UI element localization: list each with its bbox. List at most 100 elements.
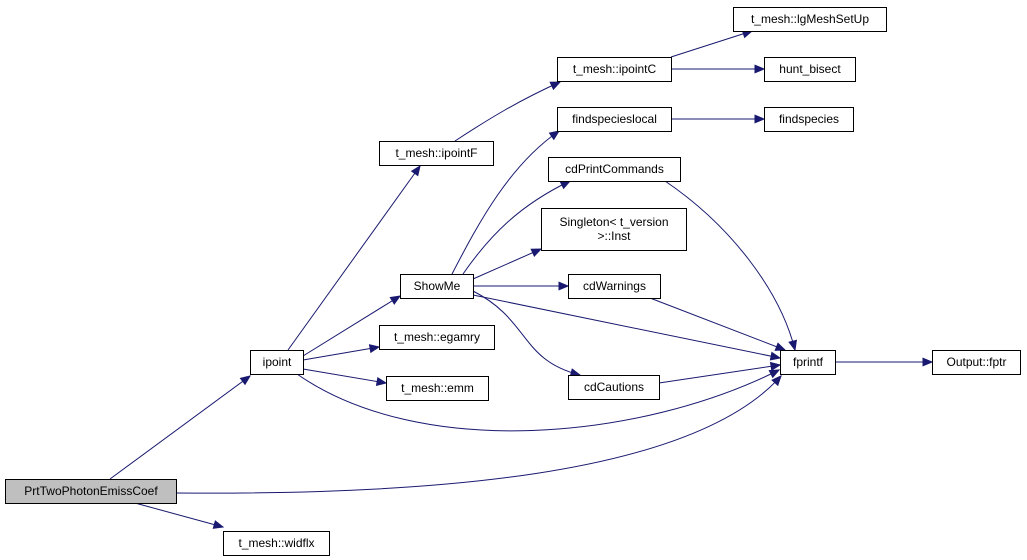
node-ipointC[interactable]: t_mesh::ipointC (557, 57, 672, 82)
edge-root-to-widflx (134, 502, 225, 529)
node-box[interactable] (379, 141, 494, 166)
node-label: >::Inst (597, 229, 631, 243)
node-box[interactable] (764, 57, 856, 82)
edge-arrowhead (774, 342, 787, 351)
edge-fslocal-to-fspecies (671, 114, 766, 124)
edges-layer (109, 29, 934, 529)
node-label: ShowMe (414, 279, 461, 293)
node-label: ipoint (263, 355, 292, 369)
node-label: findspecieslocal (572, 112, 657, 126)
edge-ipoint-to-egamry (302, 344, 381, 361)
node-box[interactable] (568, 274, 661, 299)
node-label: PrtTwoPhotonEmissCoef (24, 484, 158, 498)
node-box[interactable] (223, 531, 330, 556)
edge-fprintf-to-fptr (835, 357, 934, 367)
edge-line (472, 294, 781, 359)
edge-arrowhead (768, 369, 781, 379)
node-box[interactable] (548, 157, 681, 182)
node-label: t_mesh::widflx (238, 536, 314, 550)
edge-line (296, 369, 780, 432)
node-label: hunt_bisect (779, 62, 841, 76)
edge-line (109, 375, 251, 480)
edge-line (451, 130, 560, 275)
edge-line (472, 290, 581, 376)
node-fptr[interactable]: Output::fptr (932, 350, 1021, 375)
node-fslocal[interactable]: findspecieslocal (557, 107, 672, 132)
node-box[interactable] (386, 376, 489, 401)
edge-arrowhead (239, 375, 252, 386)
node-label: findspecies (779, 112, 839, 126)
edge-ipoint-to-fprintf (296, 369, 781, 432)
node-cdprint[interactable]: cdPrintCommands (548, 157, 681, 182)
node-widflx[interactable]: t_mesh::widflx (223, 531, 330, 556)
node-label: t_mesh::egamry (394, 330, 480, 344)
edge-arrowhead (389, 295, 402, 305)
node-box[interactable] (541, 208, 687, 251)
edge-arrowhead (549, 81, 562, 91)
node-box[interactable] (400, 274, 474, 299)
node-singleton[interactable]: Singleton< t_version>::Inst (541, 208, 687, 251)
node-label: cdCautions (584, 380, 644, 394)
node-box[interactable] (557, 57, 672, 82)
edge-arrowhead (559, 180, 572, 190)
node-box[interactable] (780, 350, 836, 375)
edge-arrowhead (754, 64, 766, 74)
node-cdwarn[interactable]: cdWarnings (568, 274, 661, 299)
edge-arrowhead (788, 339, 798, 352)
edge-cdprint-to-fprintf (664, 180, 798, 352)
edge-line (462, 180, 571, 275)
node-fprintf[interactable]: fprintf (780, 350, 836, 375)
node-fspecies[interactable]: findspecies (764, 107, 854, 132)
edge-line (302, 368, 387, 384)
edge-showme-to-fprintf (472, 294, 782, 361)
node-box[interactable] (379, 325, 495, 350)
edge-line (664, 180, 796, 351)
node-label: t_mesh::ipointC (573, 62, 657, 76)
node-label: t_mesh::emm (401, 381, 474, 395)
edge-arrowhead (558, 281, 570, 291)
edge-arrowhead (922, 357, 934, 367)
node-box[interactable] (733, 7, 887, 32)
node-root[interactable]: PrtTwoPhotonEmissCoef (5, 479, 177, 504)
node-label: Output::fptr (946, 355, 1006, 369)
node-egamry[interactable]: t_mesh::egamry (379, 325, 495, 350)
edge-arrowhead (754, 114, 766, 124)
edge-ipoint-to-showme (302, 295, 402, 357)
nodes-layer: PrtTwoPhotonEmissCoef ipointt_mesh::widfl… (5, 7, 1021, 556)
edge-arrowhead (375, 376, 388, 386)
edge-line (658, 364, 781, 384)
node-label: cdWarnings (583, 279, 646, 293)
node-label: t_mesh::lgMeshSetUp (751, 12, 869, 26)
node-label: cdPrintCommands (565, 162, 664, 176)
edge-showme-to-fslocal (451, 130, 561, 275)
edge-cdcaut-to-fprintf (658, 361, 782, 384)
edge-line (472, 248, 542, 280)
node-cdcaut[interactable]: cdCautions (568, 375, 660, 400)
edge-arrowhead (769, 351, 782, 361)
node-hunt[interactable]: hunt_bisect (764, 57, 856, 82)
edge-line (670, 30, 753, 58)
node-ipoint[interactable]: ipoint (250, 350, 304, 375)
node-ipointF[interactable]: t_mesh::ipointF (379, 141, 494, 166)
edge-arrowhead (548, 130, 561, 141)
edge-line (287, 165, 421, 351)
node-lgmesh[interactable]: t_mesh::lgMeshSetUp (733, 7, 887, 32)
edge-ipoint-to-emm (302, 368, 388, 386)
node-box[interactable] (932, 350, 1021, 375)
node-box[interactable] (5, 479, 177, 504)
node-box[interactable] (557, 107, 672, 132)
edge-arrowhead (410, 164, 421, 177)
edge-ipointF-to-ipointC (454, 81, 562, 142)
node-box[interactable] (764, 107, 854, 132)
edge-cdwarn-to-fprintf (649, 297, 787, 351)
node-label: fprintf (793, 355, 824, 369)
edge-ipointC-to-hunt (671, 64, 766, 74)
edge-root-to-fprintf (175, 375, 782, 494)
node-box[interactable] (250, 350, 304, 375)
node-box[interactable] (568, 375, 660, 400)
node-emm[interactable]: t_mesh::emm (386, 376, 489, 401)
edge-showme-to-cdwarn (473, 281, 570, 291)
edge-root-to-ipoint (109, 375, 252, 480)
node-showme[interactable]: ShowMe (400, 274, 474, 299)
